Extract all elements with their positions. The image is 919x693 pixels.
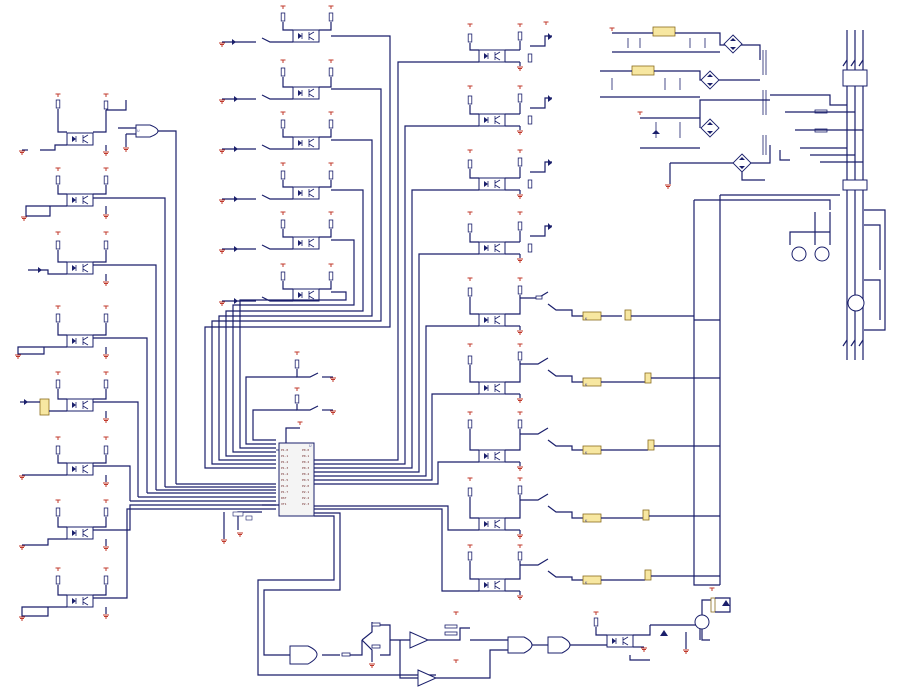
top-channel-4 [218,162,364,457]
input-channel-2 [20,167,166,487]
top-channel-5 [218,211,355,453]
svg-text:P1.6: P1.6 [281,484,288,488]
svg-text:K: K [585,317,588,321]
svg-text:P1.4: P1.4 [281,472,288,476]
capacitors [611,38,706,138]
input-channel-4 [14,305,148,493]
output-relay-1 [314,277,694,477]
svg-text:P1.2: P1.2 [281,460,288,464]
top-channel-3 [218,111,373,461]
svg-text:P1.0: P1.0 [281,448,288,452]
svg-text:P1.7: P1.7 [281,490,288,494]
center-switches [245,351,337,445]
output-relay-2 [314,343,720,481]
top-channel-2 [211,59,382,465]
svg-text:P0.3: P0.3 [302,466,309,470]
svg-text:P0.4: P0.4 [302,472,309,476]
output-relay-channels [314,277,720,600]
output-led-2 [314,85,552,465]
input-channel-5 [20,371,139,497]
svg-text:U: U [137,129,140,133]
svg-text:P2.0: P2.0 [302,484,309,488]
svg-text:P1.3: P1.3 [281,466,288,470]
svg-text:U: U [309,444,312,448]
input-channel-1 [18,93,177,484]
svg-text:P1.5: P1.5 [281,478,288,482]
svg-text:P2.2: P2.2 [302,496,309,500]
output-led-4 [314,211,552,473]
input-channel-6 [18,436,131,501]
svg-text:P0.1: P0.1 [302,454,309,458]
output-led-1 [314,21,552,461]
svg-text:K: K [585,383,588,387]
svg-text:P1.1: P1.1 [281,454,288,458]
output-led-3 [314,149,552,469]
left-input-channels [14,93,276,621]
output-led-channels [314,21,552,473]
svg-text:P2.1: P2.1 [302,490,309,494]
svg-text:K: K [585,519,588,523]
input-channel-8 [18,508,276,621]
three-phase-section [693,30,886,586]
svg-text:P0.5: P0.5 [302,478,309,482]
svg-text:P0.2: P0.2 [302,460,309,464]
top-center-input-channels [204,5,391,469]
svg-text:K: K [585,451,588,455]
bottom-signal-chain [257,512,731,687]
top-channel-1 [204,5,391,469]
svg-text:K: K [585,581,588,585]
svg-text:P2.3: P2.3 [302,502,309,506]
output-relay-5 [314,508,720,600]
input-channel-7 [18,499,276,551]
microcontroller-ic: P1.0P1.1 P1.2P1.3 P1.4P1.5 P1.6P1.7 RST X… [220,421,315,544]
svg-text:P0.0: P0.0 [302,448,309,452]
input-channel-3 [28,231,157,490]
power-supply-section [600,26,790,189]
top-channel-6 [218,263,347,449]
component-ref-marks: U U K K K K K [137,129,588,585]
svg-text:XT1: XT1 [281,502,287,506]
output-relay-3 [314,411,720,485]
output-relay-4 [314,477,694,539]
svg-text:RST: RST [281,496,287,500]
